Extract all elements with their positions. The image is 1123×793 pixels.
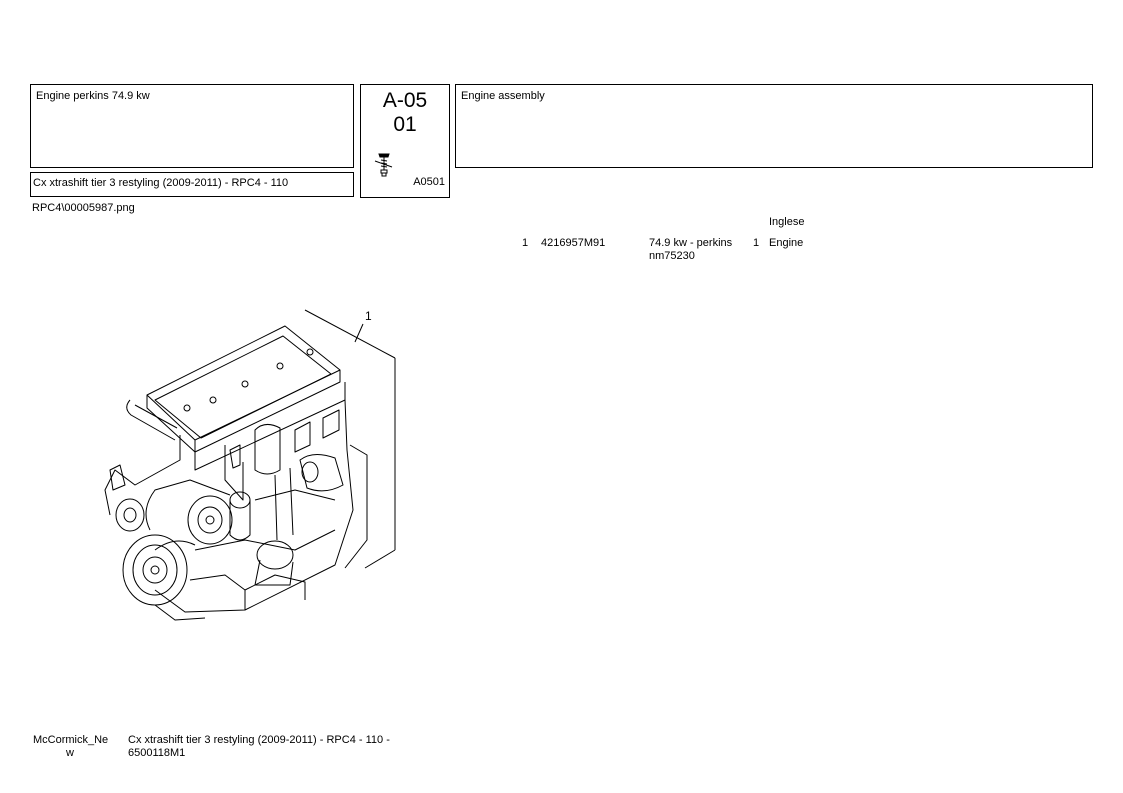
footer-brand-line2: w [66,747,74,759]
image-filename: RPC4\00005987.png [32,202,135,214]
part-description-line1: 74.9 kw - perkins [649,237,733,249]
section-description: Engine assembly [461,90,545,102]
quantity: 1 [753,237,760,249]
group-title: Engine perkins 74.9 kw [36,90,150,102]
footer-brand-line1: McCormick_Ne [33,734,109,746]
page-code: A-05 01 [361,89,449,137]
engine-drawing: 1 [104,309,396,621]
page-code-box: A-05 01 A0501 [360,84,450,198]
model-box: Cx xtrashift tier 3 restyling (2009-2011… [30,172,354,197]
page-reference: A0501 [413,176,445,188]
footer-reference-line1: Cx xtrashift tier 3 restyling (2009-2011… [128,734,390,746]
group-title-box: Engine perkins 74.9 kw [30,84,354,168]
page-code-line1: A-05 [382,89,428,112]
item-number: 1 [522,237,529,249]
callout-label: 1 [365,309,372,323]
bolt-icon [374,153,393,177]
part-name: Engine [769,237,804,249]
language-header: Inglese [769,216,805,228]
model-name: Cx xtrashift tier 3 restyling (2009-2011… [33,177,289,189]
part-description-line2: nm75230 [649,250,695,262]
page-code-line2: 01 [393,113,417,136]
footer-reference-line2: 6500118M1 [128,747,186,759]
part-number: 4216957M91 [541,237,606,249]
section-description-box: Engine assembly [455,84,1093,168]
